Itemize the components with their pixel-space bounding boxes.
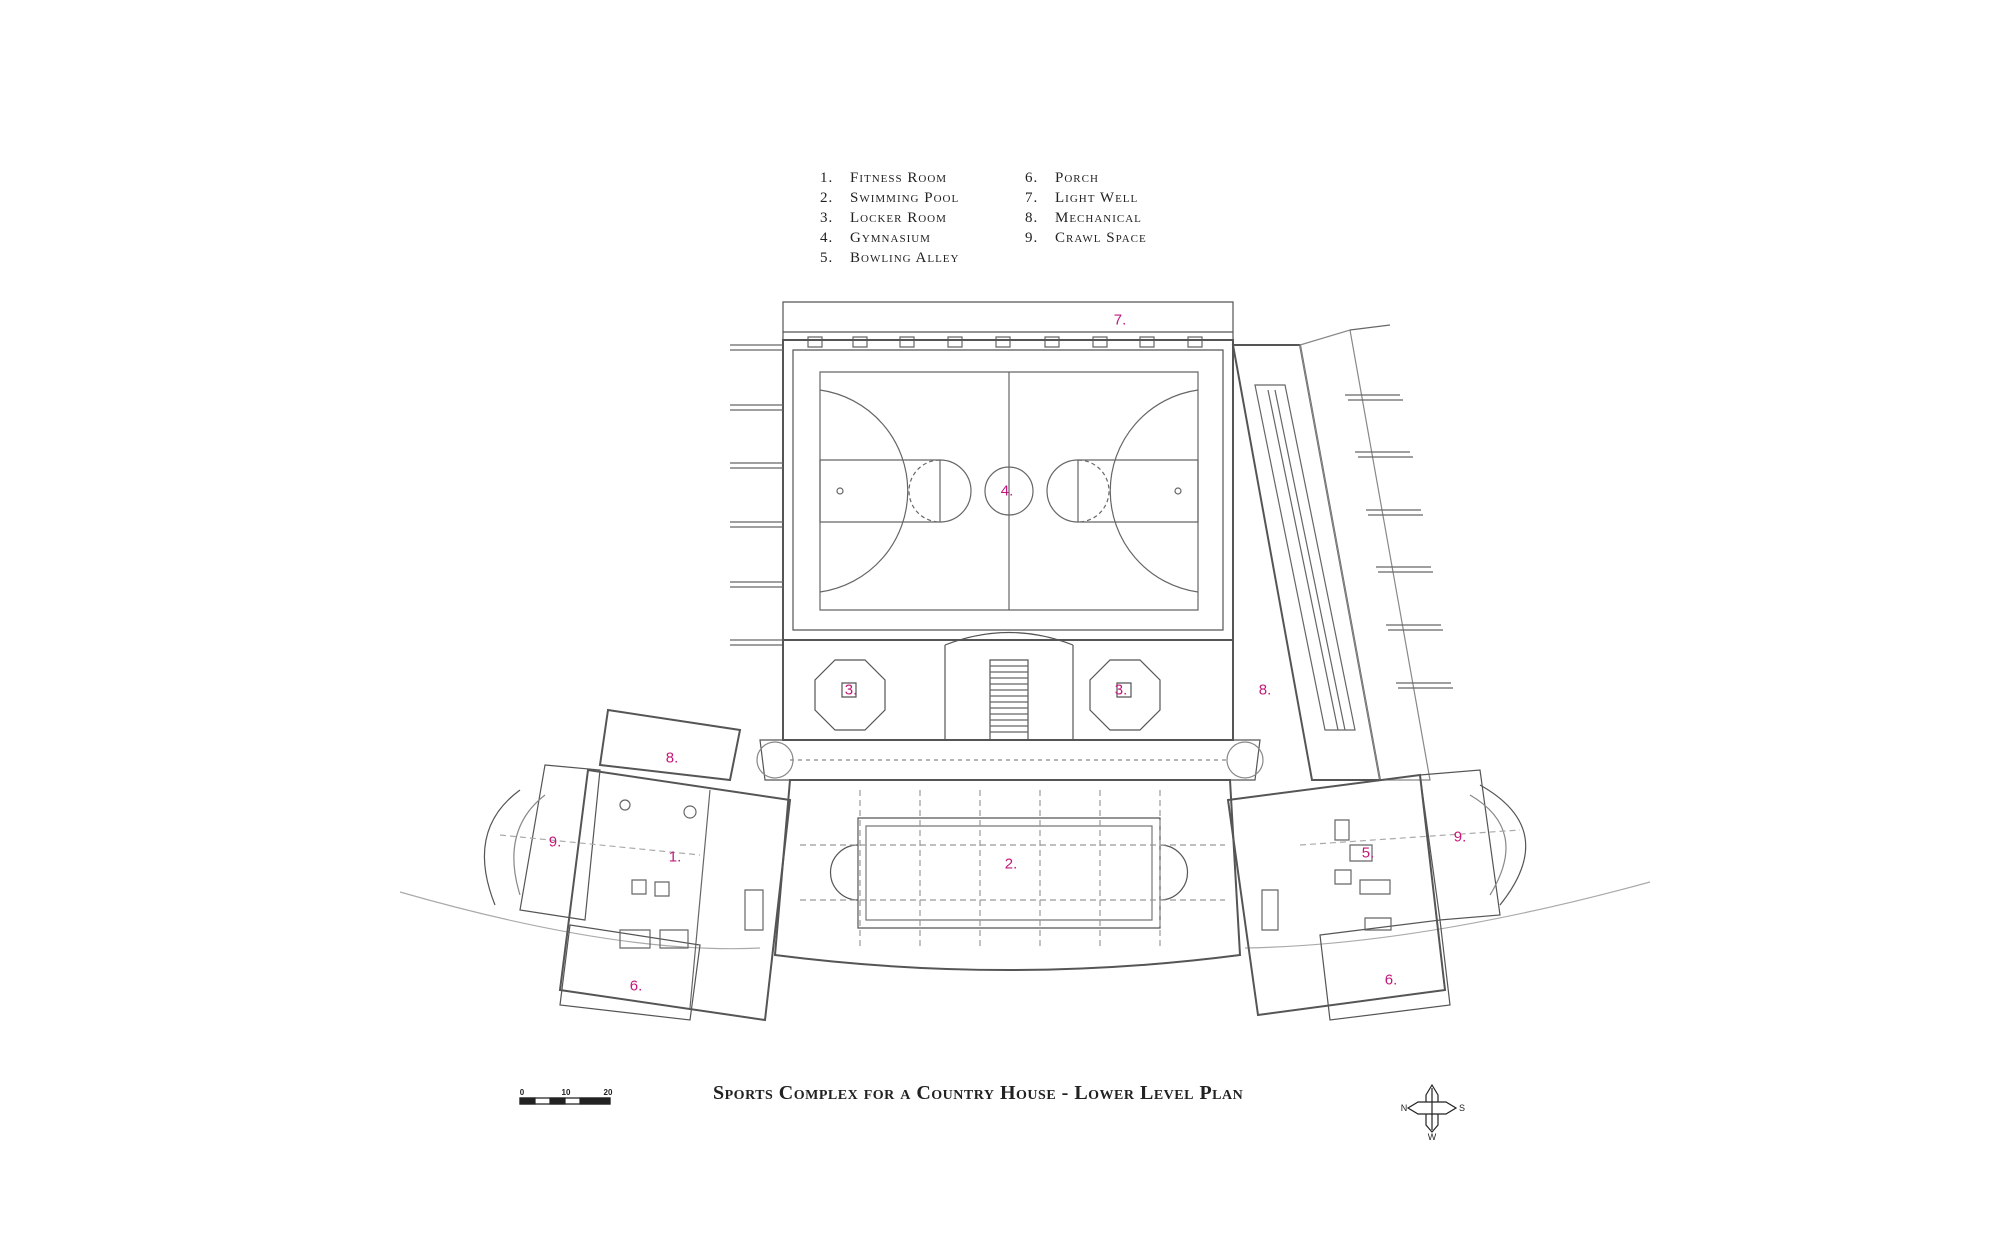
site-arc-left (400, 892, 760, 949)
left-buttresses (730, 345, 783, 645)
legend-item: 3.Locker Room (820, 210, 947, 226)
pilasters (808, 337, 1202, 347)
legend-item: 1.Fitness Room (820, 170, 948, 186)
room-label-locker-right: 3. (1114, 681, 1128, 699)
compass-rose (1408, 1085, 1456, 1132)
room-label-mechanical-right: 8. (1258, 681, 1272, 699)
pool-hall (775, 780, 1240, 970)
bowling-alley-block (1233, 345, 1380, 780)
legend-item: 6.Porch (1025, 170, 1099, 186)
gallery (760, 740, 1260, 780)
room-label-locker-left: 3. (844, 681, 858, 699)
compass-label-w: W (1427, 1132, 1437, 1142)
legend-column-1: 1.Fitness Room 2.Swimming Pool 3.Locker … (820, 168, 959, 268)
compass-label-n: N (1400, 1103, 1408, 1113)
room-label-bowling: 5. (1361, 844, 1375, 862)
crawl-space-left (520, 765, 600, 920)
room-label-porch-left: 6. (629, 977, 643, 995)
locker-room-left (815, 660, 885, 730)
room-label-porch-right: 6. (1384, 971, 1398, 989)
legend-item: 7.Light Well (1025, 190, 1139, 206)
basketball-court (820, 372, 1198, 610)
light-well (783, 302, 1233, 340)
compass-label-s: S (1458, 1103, 1466, 1113)
legend-item: 8.Mechanical (1025, 210, 1142, 226)
room-label-crawl-left: 9. (548, 833, 562, 851)
right-buttresses (1345, 395, 1453, 688)
crawl-space-right (1420, 770, 1500, 920)
fitness-wing (560, 770, 790, 1020)
locker-room-right (1090, 660, 1160, 730)
scale-label-20: 20 (603, 1088, 613, 1097)
plan-title: Sports Complex for a Country House - Low… (713, 1082, 1244, 1104)
porch-right (1320, 920, 1450, 1020)
legend-column-2: 6.Porch 7.Light Well 8.Mechanical 9.Craw… (1025, 168, 1147, 248)
fitness-equipment (620, 800, 696, 948)
room-label-fitness: 1. (668, 848, 682, 866)
porch-left (560, 925, 700, 1020)
site-arc-right (1245, 882, 1650, 948)
room-label-crawl-right: 9. (1453, 828, 1467, 846)
scale-label-0: 0 (519, 1088, 525, 1097)
room-label-light-well: 7. (1113, 311, 1127, 329)
swimming-pool (858, 818, 1160, 928)
room-label-pool: 2. (1004, 855, 1018, 873)
room-label-gymnasium: 4. (1000, 482, 1014, 500)
legend-item: 4.Gymnasium (820, 230, 931, 246)
mechanical-left (600, 710, 740, 780)
scale-bar (520, 1098, 610, 1104)
scale-label-10: 10 (561, 1088, 571, 1097)
room-label-mechanical-left: 8. (665, 749, 679, 767)
legend-item: 9.Crawl Space (1025, 230, 1147, 246)
bowling-equipment (1335, 820, 1391, 930)
bowling-wing (1228, 775, 1445, 1015)
legend-item: 5.Bowling Alley (820, 250, 960, 266)
legend-item: 2.Swimming Pool (820, 190, 960, 206)
